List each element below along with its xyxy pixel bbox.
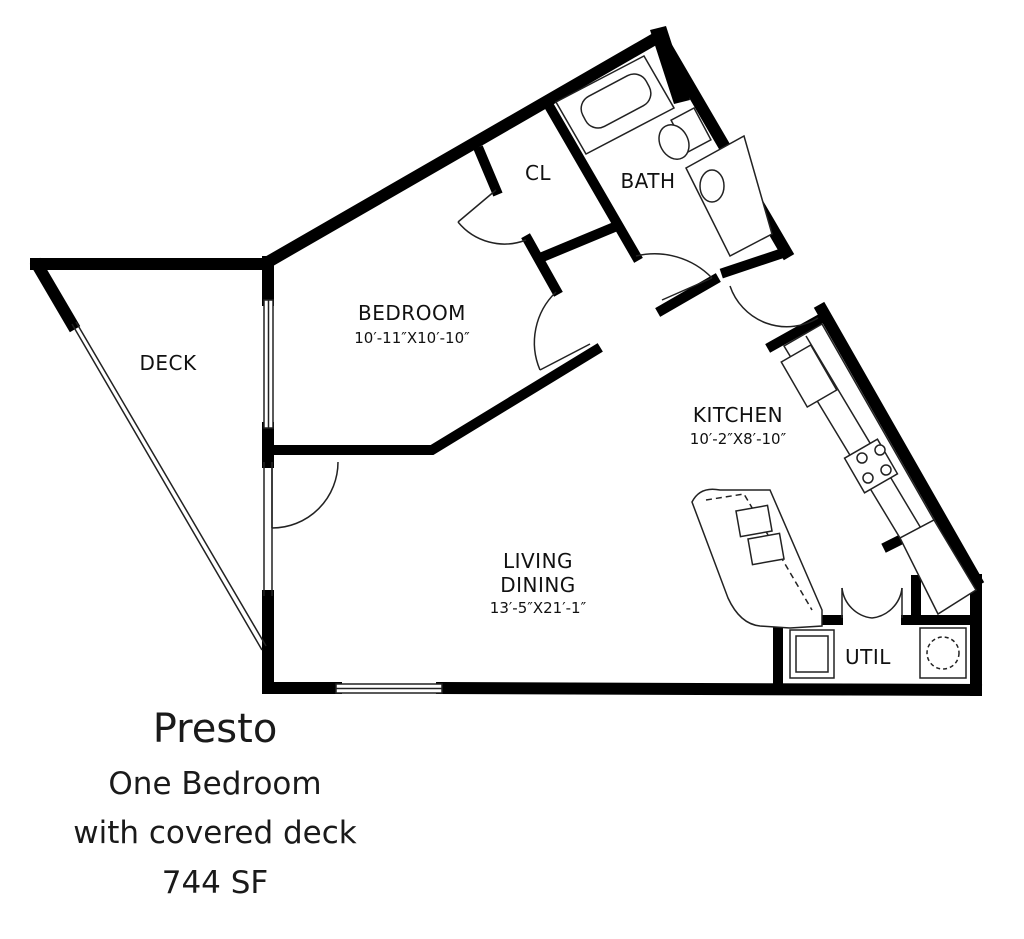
plan-type: One Bedroom <box>108 766 322 802</box>
room-dims-kitchen: 10′-2″X8′-10″ <box>690 430 787 448</box>
room-dims-bedroom: 10′-11″X10′-10″ <box>354 329 470 347</box>
plan-area: 744 SF <box>161 865 269 901</box>
room-label-living: LIVING <box>503 549 573 573</box>
deck-outline <box>71 321 267 651</box>
utility-fixtures <box>789 627 967 679</box>
exterior-walls <box>29 27 985 697</box>
interior-walls <box>263 97 981 695</box>
room-label-kitchen: KITCHEN <box>693 403 783 427</box>
room-label-bath: BATH <box>620 169 675 193</box>
doors <box>271 189 903 619</box>
room-dims-living: 13′-5″X21′-1″ <box>490 599 587 617</box>
room-label-deck: DECK <box>139 351 197 375</box>
wall-corner-block <box>650 26 690 104</box>
kitchen-fixtures <box>691 322 978 629</box>
plan-feature: with covered deck <box>73 815 357 851</box>
plan-name: Presto <box>152 706 278 752</box>
room-label-utility: UTIL <box>845 645 891 669</box>
windows <box>263 299 443 694</box>
bath-fixtures <box>554 55 773 258</box>
room-label-bedroom: BEDROOM <box>358 301 466 325</box>
room-label-closet: CL <box>525 161 551 185</box>
room-label-dining: DINING <box>500 573 576 597</box>
